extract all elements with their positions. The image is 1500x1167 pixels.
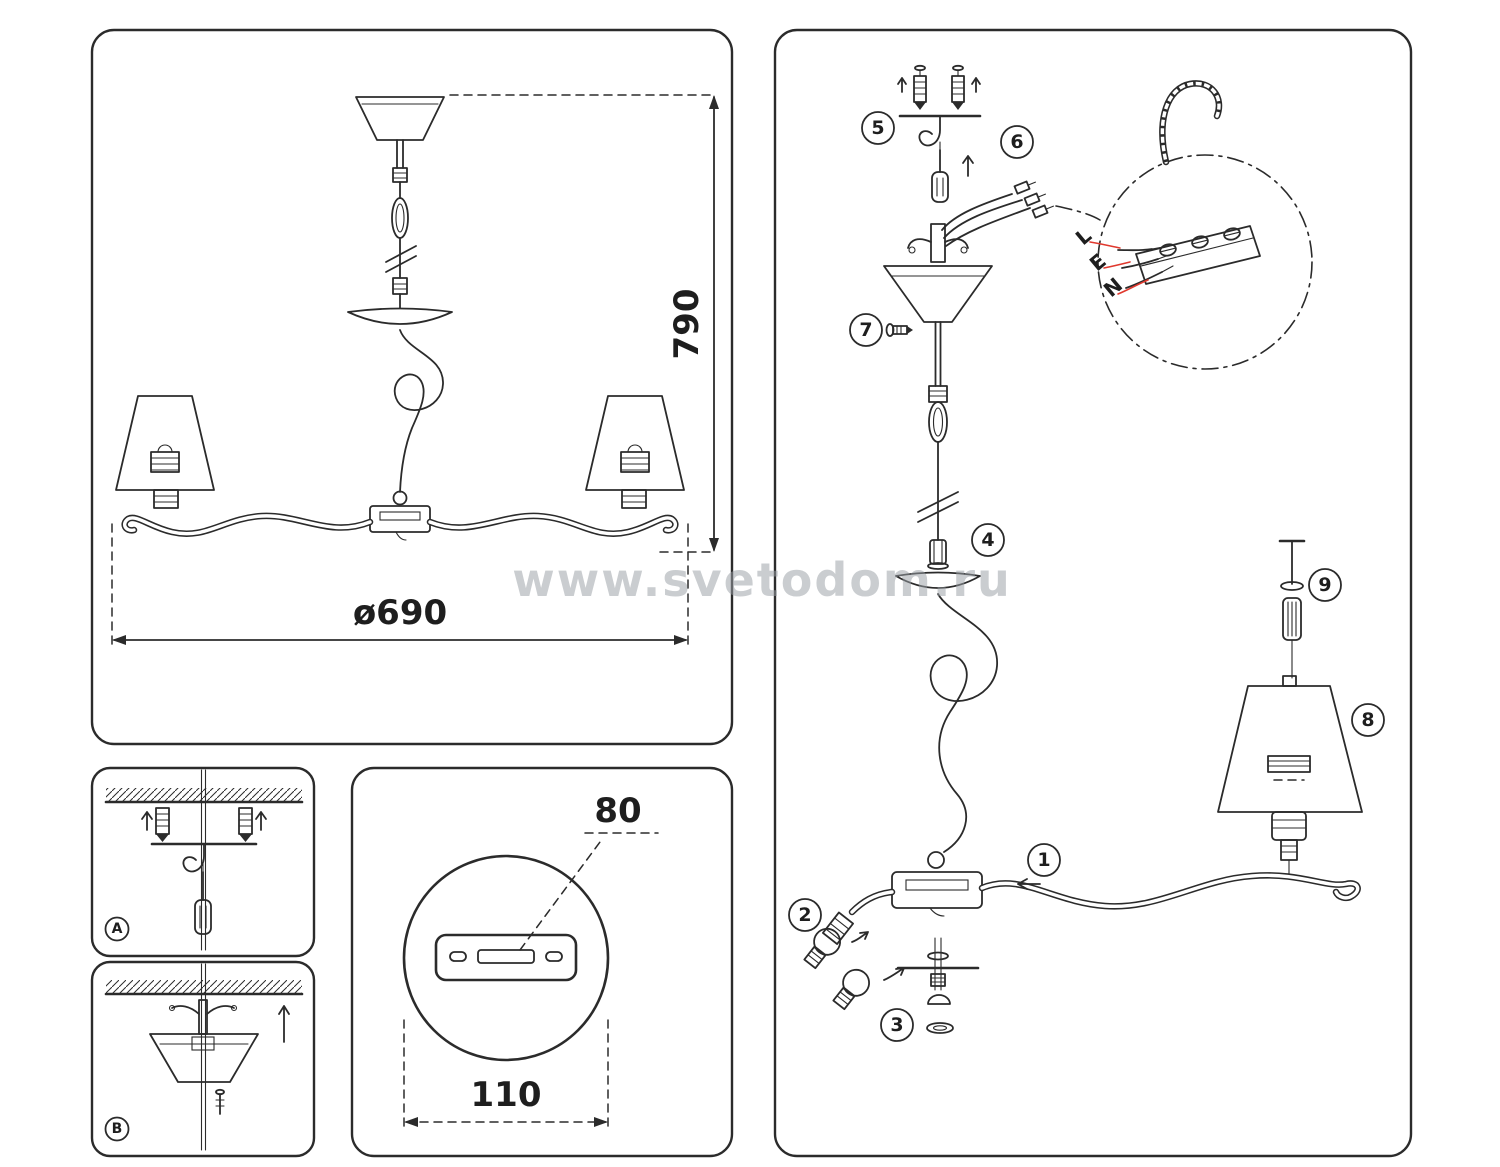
cable-hook bbox=[1159, 80, 1223, 166]
panel-a-badge: A bbox=[104, 916, 130, 942]
step-badge-2: 2 bbox=[788, 898, 822, 932]
decorative-loop bbox=[393, 329, 444, 493]
step-badge-7: 7 bbox=[849, 313, 883, 347]
step-7-label: 7 bbox=[859, 319, 872, 341]
step-3-label: 3 bbox=[890, 1014, 903, 1036]
step-badge-8: 8 bbox=[1351, 703, 1385, 737]
terminal-wires bbox=[1117, 246, 1174, 289]
wire-leader-line bbox=[1089, 241, 1121, 249]
arrow-up-icon bbox=[962, 155, 974, 177]
mounting-plate bbox=[434, 933, 578, 982]
wire-leader-line bbox=[1103, 261, 1131, 269]
screw-in-arrow bbox=[851, 931, 869, 943]
step-badge-3: 3 bbox=[880, 1008, 914, 1042]
step-badge-6: 6 bbox=[1000, 125, 1034, 159]
hook-icon bbox=[918, 115, 941, 147]
panel-a-label: A bbox=[112, 921, 123, 937]
step-5-label: 5 bbox=[871, 117, 884, 139]
step-4-label: 4 bbox=[981, 529, 994, 551]
step-badge-4: 4 bbox=[971, 523, 1005, 557]
saucer bbox=[347, 307, 453, 325]
plate-length-label: 110 bbox=[471, 1075, 542, 1115]
plate-panel-border bbox=[350, 766, 734, 1158]
ceiling-hatch-b bbox=[104, 980, 304, 996]
wire-leader-line bbox=[1117, 279, 1149, 295]
arrow-up-icon bbox=[278, 1005, 290, 1043]
assembly-panel: 5 6 bbox=[773, 28, 1413, 1158]
mounting-panel-b: B bbox=[90, 960, 316, 1158]
mounting-bracket-b bbox=[168, 999, 238, 1035]
suspension-chain bbox=[347, 139, 453, 325]
arrow-up-icon bbox=[141, 811, 153, 831]
suspension-wire-b bbox=[200, 963, 207, 1151]
step-8-shade bbox=[1217, 675, 1363, 875]
step-7-canopy bbox=[883, 223, 993, 337]
chandelier-side-view bbox=[115, 96, 685, 541]
step-3-cap-ring bbox=[926, 994, 954, 1034]
mounting-panel-a: A bbox=[90, 766, 316, 958]
light-bulb bbox=[803, 927, 841, 970]
arrow-up-icon bbox=[897, 77, 907, 93]
height-dimension-label: 790 bbox=[667, 289, 707, 360]
screw-icon bbox=[215, 1088, 225, 1115]
watermark: www.svetodom.ru bbox=[512, 553, 1012, 607]
left-arm bbox=[121, 512, 374, 537]
arrow-up-icon bbox=[971, 77, 981, 93]
right-arm bbox=[426, 512, 679, 537]
left-arm-stub bbox=[848, 888, 896, 916]
panel-b-border bbox=[90, 960, 316, 1158]
step-9-finial bbox=[1278, 539, 1306, 679]
shade-socket bbox=[1271, 811, 1307, 875]
left-shade bbox=[115, 395, 215, 491]
arrow-up-icon bbox=[255, 811, 267, 831]
step-6-wire-connectors bbox=[941, 180, 1101, 247]
step-4-socket-holder bbox=[895, 539, 981, 589]
step-2-label: 2 bbox=[798, 904, 811, 926]
step-badge-9: 9 bbox=[1308, 568, 1342, 602]
step-5-hook-mounting bbox=[897, 64, 982, 203]
suspension-assembly bbox=[917, 321, 959, 541]
plate-detail-panel: 80 110 bbox=[350, 766, 734, 1158]
step-badge-1: 1 bbox=[1027, 843, 1061, 877]
screwdriver-icon bbox=[194, 859, 212, 935]
step-6-label: 6 bbox=[1010, 131, 1023, 153]
panel-b-badge: B bbox=[104, 1116, 130, 1142]
lamp-socket bbox=[822, 911, 854, 945]
diameter-dimension: ø690 bbox=[111, 523, 689, 651]
hole-spacing-dimension: 80 bbox=[519, 791, 659, 951]
decorative-loop bbox=[929, 593, 998, 853]
panel-b-label: B bbox=[112, 1121, 123, 1137]
diameter-dimension-label: ø690 bbox=[353, 593, 447, 633]
screw-icon bbox=[885, 323, 913, 337]
ceiling-hatch-a bbox=[104, 788, 304, 804]
wall-anchors-a bbox=[141, 807, 267, 842]
crossbar-assembly bbox=[896, 937, 980, 991]
break-symbol bbox=[385, 245, 417, 273]
ceiling-canopy bbox=[355, 96, 445, 141]
canopy-bracket bbox=[907, 223, 969, 263]
light-bulb bbox=[832, 968, 870, 1011]
plate-length-dimension: 110 bbox=[403, 1019, 609, 1129]
canopy-mount-b bbox=[149, 1033, 259, 1083]
step-1-label: 1 bbox=[1037, 849, 1050, 871]
detail-leader-line bbox=[1055, 205, 1101, 221]
overview-panel: 790 ø690 bbox=[90, 28, 734, 746]
step-badge-5: 5 bbox=[861, 111, 895, 145]
height-dimension: 790 bbox=[449, 94, 719, 553]
step-2-bulbs bbox=[803, 911, 905, 1011]
screwdriver-icon bbox=[931, 141, 949, 203]
step-8-label: 8 bbox=[1361, 709, 1374, 731]
right-arm bbox=[978, 872, 1361, 910]
step-9-label: 9 bbox=[1318, 574, 1331, 596]
overview-panel-border bbox=[90, 28, 734, 746]
ceiling-hook-a bbox=[150, 842, 258, 873]
step-1-arm-bracket bbox=[848, 851, 1361, 917]
hole-spacing-label: 80 bbox=[594, 791, 641, 831]
right-shade bbox=[585, 395, 685, 491]
break-symbol bbox=[917, 491, 959, 523]
arrow-left-icon bbox=[1017, 878, 1041, 890]
detail-circle bbox=[402, 854, 610, 1062]
